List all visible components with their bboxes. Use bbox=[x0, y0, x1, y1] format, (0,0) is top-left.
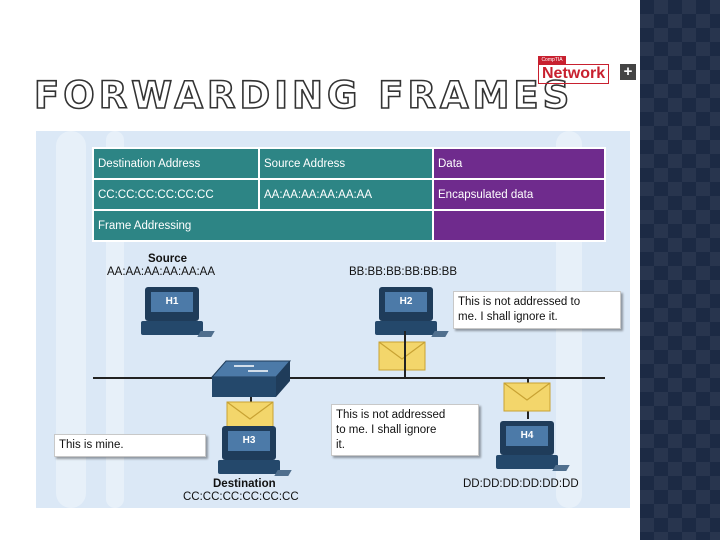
h4-message-line-3: it. bbox=[336, 439, 345, 451]
logo-plus-sign: + bbox=[620, 64, 636, 80]
slide-title: FORWARDING FRAMES bbox=[33, 73, 574, 118]
cell-destination-mac: CC:CC:CC:CC:CC:CC bbox=[94, 180, 258, 209]
monitor-icon: H1 bbox=[145, 287, 199, 321]
cell-source-mac: AA:AA:AA:AA:AA:AA bbox=[260, 180, 432, 209]
h3-message-bubble: This is mine. bbox=[54, 434, 206, 457]
h2-message-line-2: me. I shall ignore it. bbox=[458, 311, 558, 323]
host-h1-computer: H1 bbox=[141, 287, 215, 339]
host-h2-computer: H2 bbox=[375, 287, 449, 339]
decorative-side-panel bbox=[640, 0, 720, 540]
h3-label: H3 bbox=[228, 431, 270, 451]
h4-message-bubble: This is not addressed to me. I shall ign… bbox=[331, 404, 479, 456]
network-plus-logo: CompTIA Network + bbox=[538, 56, 636, 84]
h4-label: H4 bbox=[506, 426, 548, 446]
h3-mac-address: CC:CC:CC:CC:CC:CC bbox=[183, 491, 299, 503]
logo-brand-text: CompTIA bbox=[538, 56, 566, 64]
table-row: CC:CC:CC:CC:CC:CC AA:AA:AA:AA:AA:AA Enca… bbox=[94, 180, 604, 209]
computer-base-icon bbox=[496, 455, 558, 469]
h3-link bbox=[250, 377, 252, 421]
destination-label: Destination bbox=[213, 478, 276, 490]
header-source-address: Source Address bbox=[260, 149, 432, 178]
host-h3-computer: H3 bbox=[218, 426, 292, 478]
h4-mac-address: DD:DD:DD:DD:DD:DD bbox=[463, 478, 579, 490]
monitor-icon: H2 bbox=[379, 287, 433, 321]
computer-base-icon bbox=[141, 321, 203, 335]
table-header-row: Destination Address Source Address Data bbox=[94, 149, 604, 178]
h2-label: H2 bbox=[385, 292, 427, 312]
table-footer-row: Frame Addressing bbox=[94, 211, 604, 240]
monitor-icon: H4 bbox=[500, 421, 554, 455]
monitor-icon: H3 bbox=[222, 426, 276, 460]
computer-base-icon bbox=[375, 321, 437, 335]
frame-addressing-table: Destination Address Source Address Data … bbox=[92, 147, 606, 242]
header-destination-address: Destination Address bbox=[94, 149, 258, 178]
h4-message-line-1: This is not addressed bbox=[336, 409, 446, 421]
cell-empty bbox=[434, 211, 604, 240]
envelope-icon bbox=[503, 382, 551, 412]
frame-addressing-label: Frame Addressing bbox=[94, 211, 432, 240]
envelope-icon bbox=[378, 341, 426, 371]
h2-mac-address: BB:BB:BB:BB:BB:BB bbox=[349, 266, 458, 278]
ethernet-bus-line bbox=[93, 377, 605, 379]
cell-encapsulated-data: Encapsulated data bbox=[434, 180, 604, 209]
h2-message-bubble: This is not addressed to me. I shall ign… bbox=[453, 291, 621, 329]
h1-label: H1 bbox=[151, 292, 193, 312]
h3-message: This is mine. bbox=[59, 439, 124, 451]
h2-link bbox=[404, 331, 406, 377]
h4-message-line-2: to me. I shall ignore bbox=[336, 424, 437, 436]
switch-icon bbox=[210, 360, 292, 397]
host-h4-computer: H4 bbox=[496, 421, 570, 473]
computer-base-icon bbox=[218, 460, 280, 474]
header-data: Data bbox=[434, 149, 604, 178]
source-label: Source bbox=[148, 253, 187, 265]
logo-main-text: Network bbox=[538, 64, 610, 84]
h2-message-line-1: This is not addressed to bbox=[458, 296, 581, 308]
h1-mac-address: AA:AA:AA:AA:AA:AA bbox=[107, 266, 216, 278]
